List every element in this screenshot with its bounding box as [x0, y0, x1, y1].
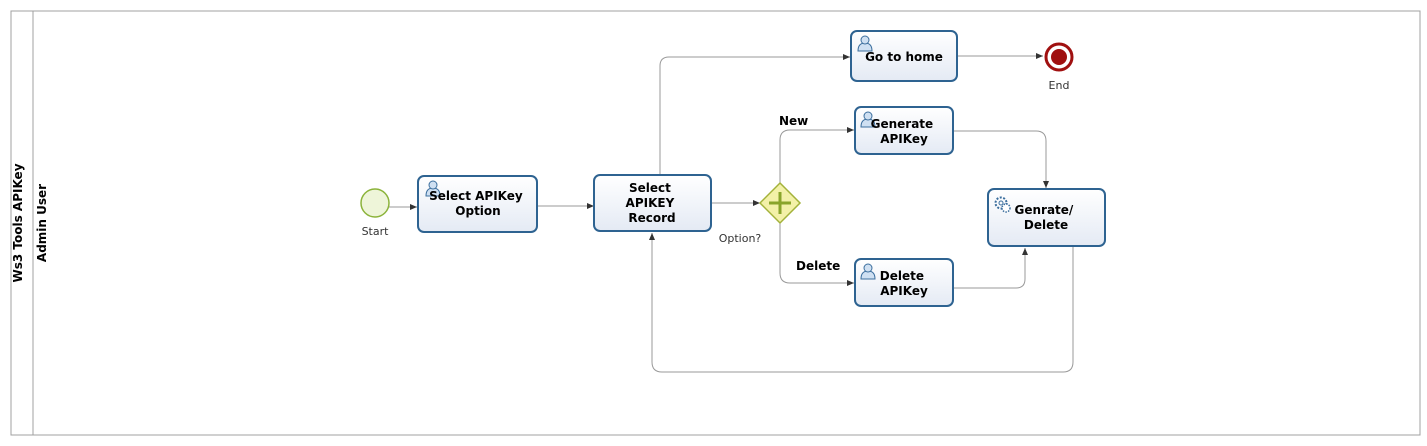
pool-frame	[10, 10, 1421, 436]
task-select-apikey-option-box[interactable]	[417, 175, 538, 233]
flow-label-new: New	[779, 114, 808, 128]
flow-gateway-to-generate	[779, 127, 854, 183]
task-go-to-home-box[interactable]	[850, 30, 958, 82]
task-select-apikey-record-label: Select APIKEY Record	[626, 181, 679, 225]
user-icon	[860, 263, 876, 280]
end-event[interactable]: End	[1044, 42, 1074, 92]
start-event-circle[interactable]	[360, 188, 390, 218]
end-event-dot	[1051, 49, 1067, 65]
task-select-apikey-record-box[interactable]	[593, 174, 712, 232]
flow-label-delete: Delete	[796, 259, 840, 273]
task-delete-apikey-label: Delete APIKey	[880, 269, 928, 298]
start-event[interactable]: Start	[360, 188, 390, 238]
flow-record-to-home	[659, 54, 850, 174]
task-select-apikey-option-label: Select APIKey Option	[429, 189, 527, 218]
gear-icon	[994, 196, 1011, 213]
task-generate-apikey-box[interactable]	[854, 106, 954, 155]
task-genrate-delete[interactable]: Genrate/ Delete	[987, 188, 1106, 247]
user-icon	[860, 111, 876, 128]
task-delete-apikey-box[interactable]	[854, 258, 954, 307]
task-delete-apikey[interactable]: Delete APIKey	[854, 258, 954, 307]
task-generate-apikey-label: Generate APIKey	[871, 117, 938, 146]
parallel-gateway[interactable]: Option?	[719, 181, 802, 245]
gateway-plus-icon	[769, 192, 791, 214]
flow-gateway-to-delete	[779, 223, 854, 286]
task-select-apikey-option[interactable]: Select APIKey Option	[417, 175, 538, 233]
task-go-to-home[interactable]: Go to home	[850, 30, 958, 82]
end-event-label: End	[1049, 79, 1070, 92]
pool-label: Ws3 Tools APIKey	[11, 163, 25, 282]
flow-generate-to-genrate-delete	[953, 130, 1049, 188]
task-genrate-delete-label: Genrate/ Delete	[1015, 203, 1078, 232]
flow-delete-to-genrate-delete	[953, 248, 1028, 289]
task-genrate-delete-box[interactable]	[987, 188, 1106, 247]
task-select-apikey-record[interactable]: Select APIKEY Record	[593, 174, 712, 232]
start-event-label: Start	[362, 225, 390, 238]
flow-loop-back-to-record	[649, 233, 1074, 373]
sequence-flows	[389, 53, 1074, 373]
user-icon	[425, 180, 441, 197]
task-go-to-home-label: Go to home	[865, 50, 943, 64]
lane-label: Admin User	[35, 184, 49, 262]
task-generate-apikey[interactable]: Generate APIKey	[854, 106, 954, 155]
gateway-label: Option?	[719, 232, 762, 245]
user-icon	[857, 35, 873, 52]
